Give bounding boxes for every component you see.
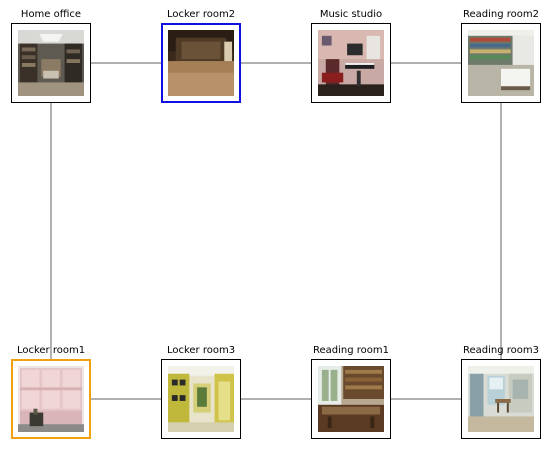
node-frame[interactable] bbox=[11, 23, 91, 103]
node-label: Locker room3 bbox=[166, 345, 236, 356]
node-frame[interactable] bbox=[461, 23, 541, 103]
locker-room-photo bbox=[168, 30, 234, 96]
node-label: Locker room2 bbox=[166, 9, 236, 20]
node-locker-room3[interactable]: Locker room3 bbox=[141, 345, 261, 445]
node-frame[interactable] bbox=[311, 359, 391, 439]
reading-room-photo bbox=[468, 366, 534, 432]
reading-room-photo bbox=[468, 30, 534, 96]
node-label: Music studio bbox=[319, 9, 383, 20]
node-label: Reading room1 bbox=[312, 345, 389, 356]
locker-room-photo bbox=[168, 366, 234, 432]
node-frame[interactable] bbox=[11, 359, 91, 439]
node-frame[interactable] bbox=[311, 23, 391, 103]
node-reading-room2[interactable]: Reading room2 bbox=[441, 9, 553, 109]
node-locker-room2[interactable]: Locker room2 bbox=[141, 9, 261, 109]
node-label: Reading room2 bbox=[462, 9, 539, 20]
node-music-studio[interactable]: Music studio bbox=[291, 9, 411, 109]
node-label: Locker room1 bbox=[16, 345, 86, 356]
node-home-office[interactable]: Home office bbox=[0, 9, 111, 109]
node-frame[interactable] bbox=[161, 23, 241, 103]
node-reading-room1[interactable]: Reading room1 bbox=[291, 345, 411, 445]
node-locker-room1[interactable]: Locker room1 bbox=[0, 345, 111, 445]
reading-room-photo bbox=[318, 366, 384, 432]
node-frame[interactable] bbox=[461, 359, 541, 439]
node-label: Reading room3 bbox=[462, 345, 539, 356]
node-label: Home office bbox=[20, 9, 82, 20]
node-frame[interactable] bbox=[161, 359, 241, 439]
locker-room-photo bbox=[18, 366, 84, 432]
music-studio-photo bbox=[318, 30, 384, 96]
home-office-photo bbox=[18, 30, 84, 96]
node-reading-room3[interactable]: Reading room3 bbox=[441, 345, 553, 445]
